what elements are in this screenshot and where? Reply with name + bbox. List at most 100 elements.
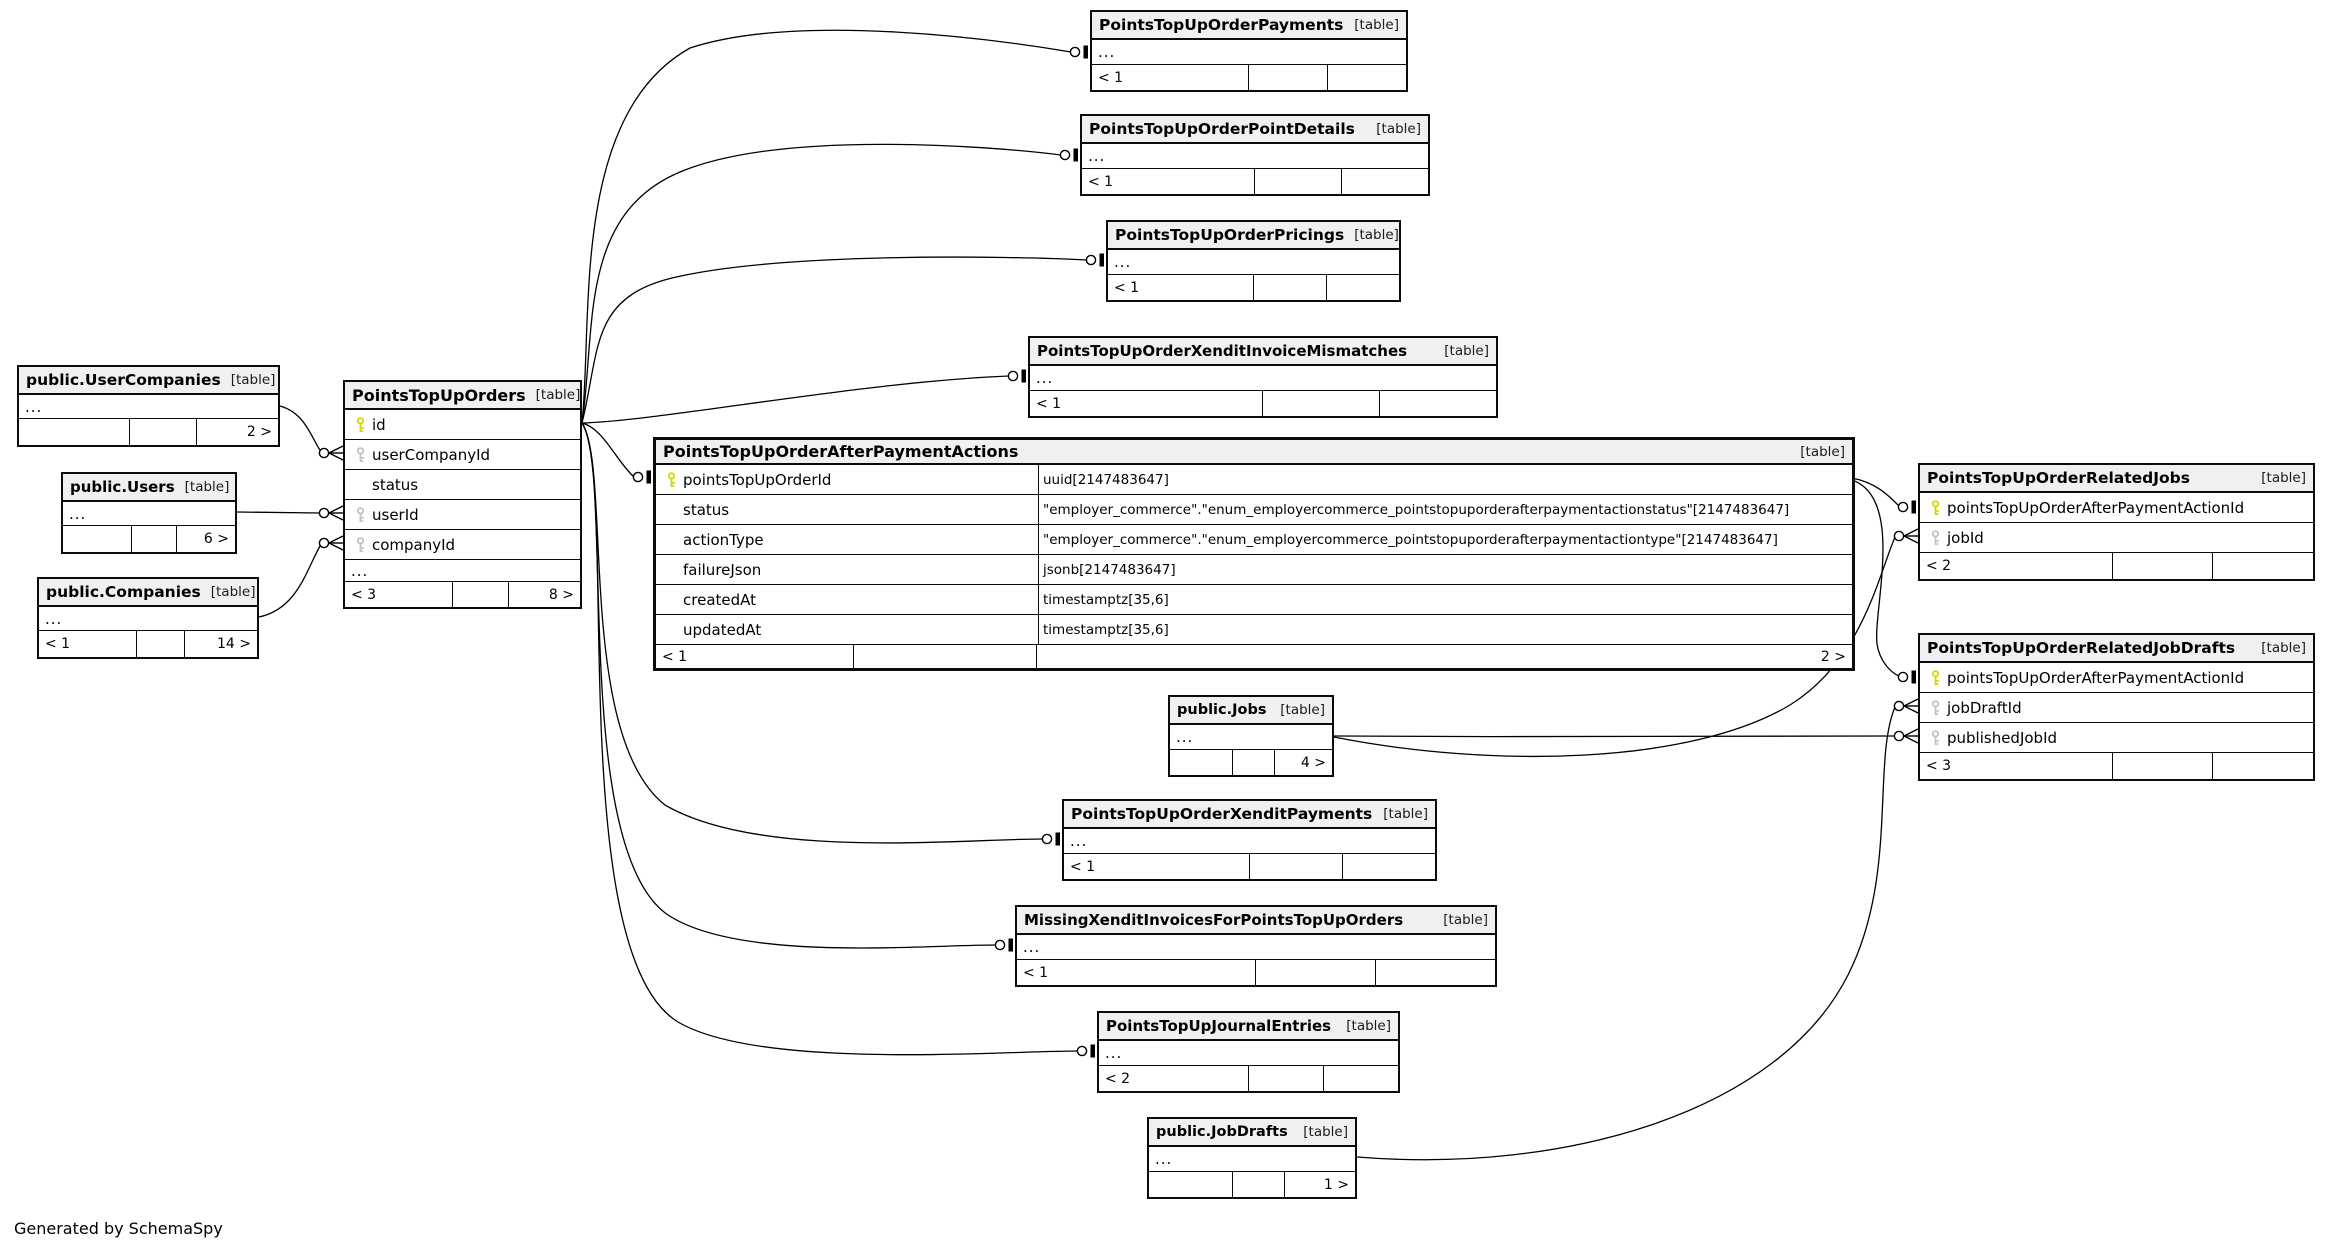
table-title[interactable]: MissingXenditInvoicesForPointsTopUpOrder… xyxy=(1024,911,1404,929)
footer-children-count: < 1 xyxy=(1108,275,1254,300)
table-header: PointsTopUpOrders[table] xyxy=(345,382,580,410)
table-title[interactable]: public.Jobs xyxy=(1177,702,1267,718)
footer-children-count: < 2 xyxy=(1099,1066,1249,1091)
footer-middle-cell xyxy=(132,526,177,552)
footer-children-count: < 1 xyxy=(39,631,137,657)
table-related-job-drafts[interactable]: PointsTopUpOrderRelatedJobDrafts[table]p… xyxy=(1918,633,2315,781)
footer-parents-count: 2 > xyxy=(246,424,272,440)
table-type-tag: [table] xyxy=(2261,470,2306,486)
relationship-curve xyxy=(581,256,1088,424)
table-related-jobs[interactable]: PointsTopUpOrderRelatedJobs [table] points… xyxy=(1918,463,2315,581)
collapsed-columns-row: ... xyxy=(63,502,235,526)
table-title[interactable]: public.JobDrafts xyxy=(1156,1124,1288,1140)
table-jobs[interactable]: public.Jobs[table]...4 > xyxy=(1168,695,1334,777)
table-footer: < 1 xyxy=(1064,854,1435,879)
table-type-tag: [table] xyxy=(1354,227,1399,243)
column-row: pointsTopUpOrderAfterPaymentActionId xyxy=(1920,663,2313,693)
footer-parents-count xyxy=(1343,854,1435,879)
crow-foot-marker xyxy=(1893,698,1919,714)
table-header: public.UserCompanies[table] xyxy=(19,367,278,395)
column-row: companyId xyxy=(345,530,580,560)
table-job-drafts[interactable]: public.JobDrafts[table]...1 > xyxy=(1147,1117,1357,1199)
footer-middle-cell xyxy=(1249,65,1328,90)
table-title[interactable]: PointsTopUpOrderPricings xyxy=(1115,226,1345,244)
table-footer: 6 > xyxy=(63,526,235,552)
table-after-payment-actions[interactable]: PointsTopUpOrderAfterPaymentActions [tabl… xyxy=(653,437,1855,671)
collapsed-columns-row: ... xyxy=(1030,366,1496,391)
table-title[interactable]: PointsTopUpOrderXenditPayments xyxy=(1071,805,1373,823)
footer-children-count: < 1 xyxy=(1030,391,1263,416)
table-header: PointsTopUpOrderPricings [table] xyxy=(1108,222,1399,250)
column-type: timestamptz[35,6] xyxy=(1038,615,1852,644)
table-title[interactable]: PointsTopUpOrderAfterPaymentActions xyxy=(663,442,1019,461)
cardinality-bar-marker xyxy=(1085,253,1104,267)
table-missing-xendit-invoices[interactable]: MissingXenditInvoicesForPointsTopUpOrder… xyxy=(1015,905,1497,987)
column-row: status"employer_commerce"."enum_employer… xyxy=(656,495,1852,525)
foreign-key-icon xyxy=(1924,699,1947,716)
footer-middle-cell xyxy=(1250,854,1343,879)
table-title[interactable]: public.UserCompanies xyxy=(26,371,221,389)
collapsed-columns-row: ... xyxy=(1099,1041,1398,1066)
cardinality-bar-marker xyxy=(994,938,1013,952)
footer-parents-count: 4 > xyxy=(1300,754,1326,771)
table-order-payments[interactable]: PointsTopUpOrderPayments[table]...< 1 xyxy=(1090,10,1408,92)
table-footer: < 1 xyxy=(1082,169,1428,194)
table-order-pricings[interactable]: PointsTopUpOrderPricings[table]...< 1 xyxy=(1106,220,1401,302)
cardinality-bar-marker xyxy=(1897,500,1916,514)
table-type-tag: [table] xyxy=(1444,343,1489,359)
footer-parents-count xyxy=(1324,1066,1398,1091)
column-name: status xyxy=(683,500,730,519)
column-name: jobDraftId xyxy=(1947,698,2022,717)
table-title[interactable]: PointsTopUpOrderPointDetails xyxy=(1089,120,1355,138)
column-row: jobId xyxy=(1920,523,2313,553)
table-order-point-details[interactable]: PointsTopUpOrderPointDetails[table]...< … xyxy=(1080,114,1430,196)
collapsed-columns-row: ... xyxy=(1149,1147,1355,1172)
column-row: jobDraftId xyxy=(1920,693,2313,723)
table-journal-entries[interactable]: PointsTopUpJournalEntries[table]...< 2 xyxy=(1097,1011,1400,1093)
crow-foot-marker xyxy=(318,535,344,551)
column-row: userId xyxy=(345,500,580,530)
column-name: pointsTopUpOrderId xyxy=(683,470,832,489)
relationship-curve xyxy=(581,375,1010,424)
table-title[interactable]: PointsTopUpOrderXenditInvoiceMismatches xyxy=(1037,342,1408,360)
footer-middle-cell xyxy=(854,645,1037,668)
table-footer: 4 > xyxy=(1170,750,1332,775)
footer-middle-cell xyxy=(1233,1172,1285,1197)
column-name: status xyxy=(372,475,419,494)
footer-middle-cell xyxy=(1254,275,1327,300)
table-title[interactable]: PointsTopUpOrderRelatedJobs xyxy=(1927,469,2190,487)
table-title[interactable]: PointsTopUpJournalEntries xyxy=(1106,1017,1332,1035)
table-xendit-payments[interactable]: PointsTopUpOrderXenditPayments[table]...… xyxy=(1062,799,1437,881)
table-type-tag: [table] xyxy=(1800,443,1845,460)
cardinality-bar-marker xyxy=(1069,45,1088,59)
table-user-companies[interactable]: public.UserCompanies[table]...2 > xyxy=(17,365,280,447)
footer-parents-count xyxy=(1328,65,1406,90)
footer-parents-count xyxy=(1380,391,1496,416)
table-xendit-invoice-mismatches[interactable]: PointsTopUpOrderXenditInvoiceMismatches [… xyxy=(1028,336,1498,418)
table-type-tag: [table] xyxy=(184,479,230,495)
column-row: id xyxy=(345,410,580,440)
table-title[interactable]: public.Users xyxy=(70,478,175,496)
footer-children-count: < 1 xyxy=(1082,169,1255,194)
table-title[interactable]: PointsTopUpOrders xyxy=(352,385,526,405)
footer-middle-cell xyxy=(1263,391,1380,416)
table-header: PointsTopUpOrderXenditInvoiceMismatches [… xyxy=(1030,338,1496,366)
footer-parents-count xyxy=(1327,275,1399,300)
column-type: "employer_commerce"."enum_employercommer… xyxy=(1038,525,1852,554)
table-users[interactable]: public.Users [table]...6 > xyxy=(61,472,237,554)
table-title[interactable]: PointsTopUpOrderRelatedJobDrafts xyxy=(1927,639,2236,657)
crow-foot-marker xyxy=(318,505,344,521)
primary-key-icon xyxy=(349,416,372,433)
table-title[interactable]: public.Companies xyxy=(46,583,201,601)
footer-children-count: < 2 xyxy=(1920,553,2113,579)
table-footer: < 3 xyxy=(1920,753,2313,779)
foreign-key-icon xyxy=(349,536,372,553)
footer-children-count xyxy=(19,419,130,445)
footer-parents-count xyxy=(2213,553,2313,579)
column-row: pointsTopUpOrderAfterPaymentActionId xyxy=(1920,493,2313,523)
table-title[interactable]: PointsTopUpOrderPayments xyxy=(1099,16,1344,34)
